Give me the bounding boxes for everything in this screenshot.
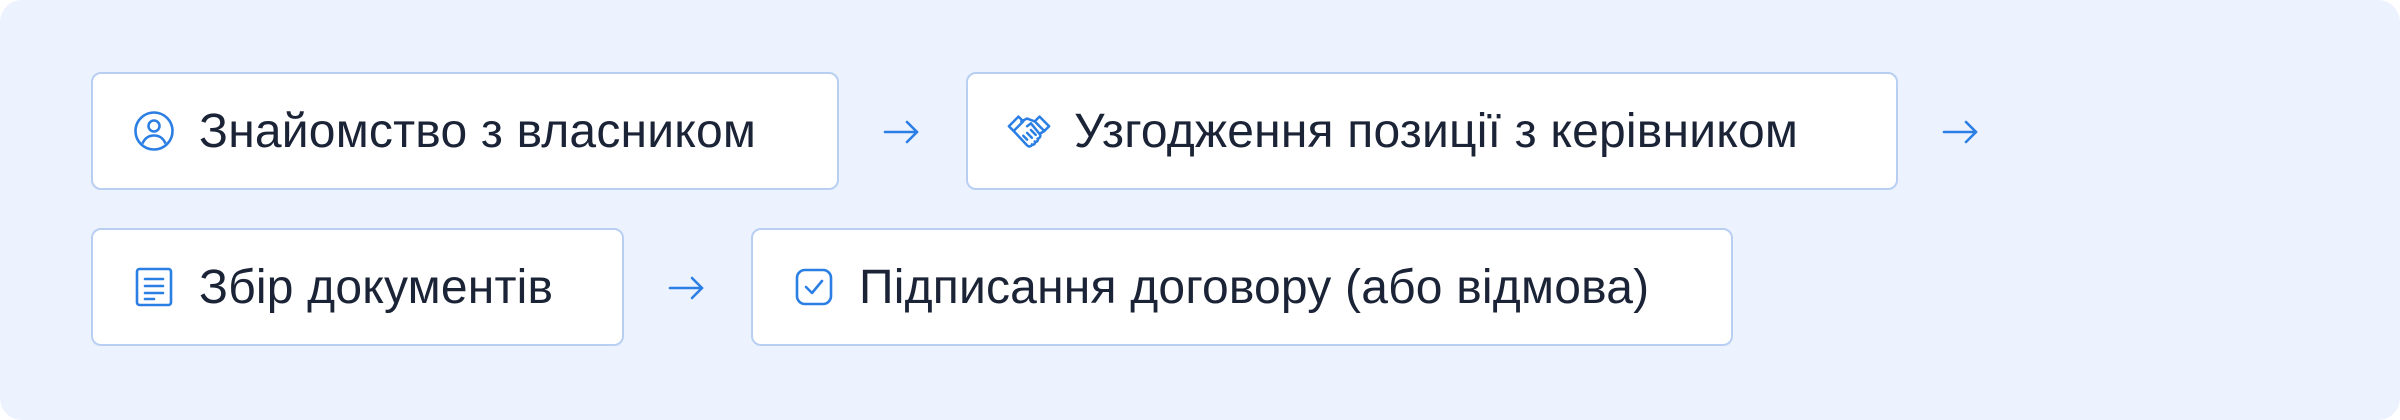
- step-sign-contract-or-refuse: Підписання договору (або відмова): [751, 228, 1733, 346]
- arrow-right-icon: [667, 268, 707, 308]
- step-label: Збір документів: [199, 260, 554, 314]
- arrow-right-icon: [882, 112, 922, 152]
- arrow-right-icon: [1941, 112, 1981, 152]
- step-label: Знайомство з власником: [199, 104, 757, 158]
- step-label: Узгодження позиції з керівником: [1074, 104, 1799, 158]
- handshake-icon: [1006, 108, 1052, 154]
- checkbox-checked-icon: [791, 264, 837, 310]
- user-circle-icon: [131, 108, 177, 154]
- step-label: Підписання договору (або відмова): [859, 260, 1650, 314]
- step-collect-documents: Збір документів: [91, 228, 624, 346]
- document-list-icon: [131, 264, 177, 310]
- step-meet-owner: Знайомство з власником: [91, 72, 839, 190]
- step-agree-position-with-manager: Узгодження позиції з керівником: [966, 72, 1898, 190]
